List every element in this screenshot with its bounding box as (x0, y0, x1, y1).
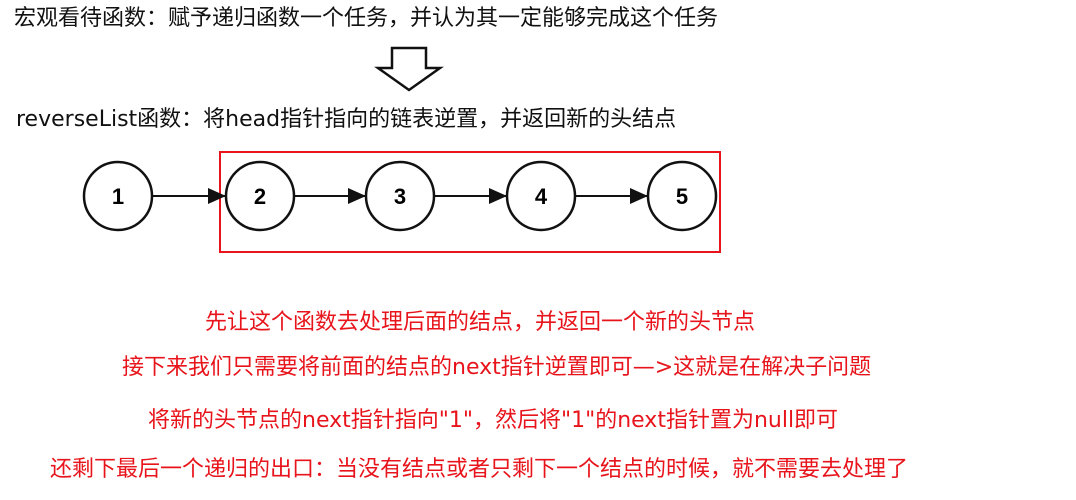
list-node (505, 160, 577, 232)
highlight-box (219, 151, 721, 253)
note-2: 接下来我们只需要将前面的结点的next指针逆置即可—>这就是在解决子问题 (122, 355, 872, 380)
list-node (224, 160, 296, 232)
list-node (82, 160, 154, 232)
down-arrow-icon (374, 46, 444, 92)
node-label: 1 (112, 184, 124, 209)
list-node (364, 160, 436, 232)
heading: 宏观看待函数：赋予递归函数一个任务，并认为其一定能够完成这个任务 (14, 6, 719, 31)
note-4: 还剩下最后一个递归的出口：当没有结点或者只剩下一个结点的时候，就不需要去处理了 (50, 457, 909, 482)
node-label: 4 (535, 184, 548, 209)
note-3: 将新的头节点的next指针指向"1"，然后将"1"的next指针置为null即可 (148, 408, 839, 433)
note-1: 先让这个函数去处理后面的结点，并返回一个新的头节点 (205, 310, 756, 335)
node-label: 5 (676, 184, 688, 209)
node-label: 3 (394, 184, 406, 209)
list-node (646, 160, 718, 232)
function-description: reverseList函数：将head指针指向的链表逆置，并返回新的头结点 (16, 107, 677, 132)
node-label: 2 (254, 184, 266, 209)
